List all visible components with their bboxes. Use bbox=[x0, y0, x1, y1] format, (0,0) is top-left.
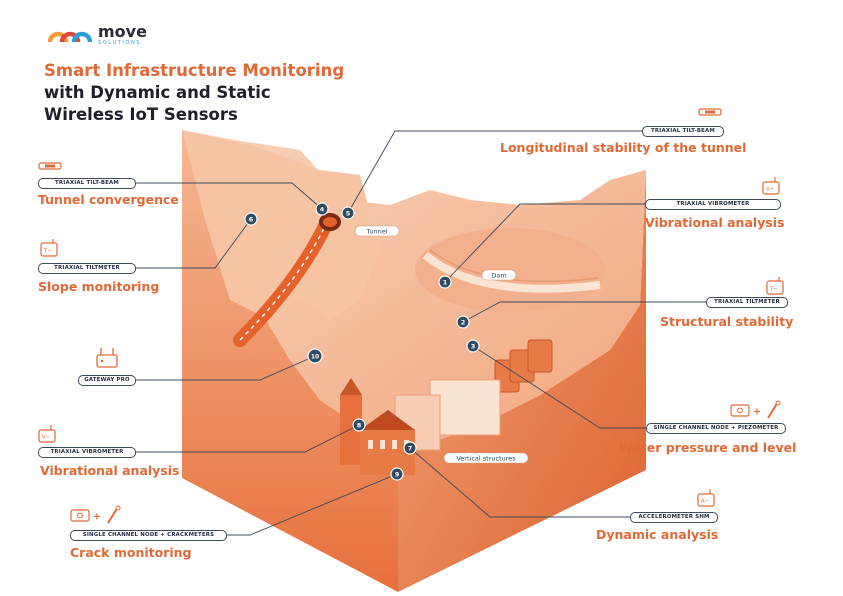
page-title: Smart Infrastructure Monitoring with Dyn… bbox=[44, 60, 344, 126]
mountain-ridge bbox=[182, 130, 380, 320]
svg-text:+: + bbox=[93, 512, 101, 523]
tiltmeter-icon: T∼ bbox=[766, 277, 784, 295]
terrain-right-face bbox=[398, 170, 646, 592]
caption-9: Crack monitoring bbox=[70, 545, 192, 560]
sensor-pill-9: SINGLE CHANNEL NODE + CRACKMETERS bbox=[70, 530, 227, 541]
svg-text:T∼: T∼ bbox=[43, 249, 52, 255]
svg-text:A∼: A∼ bbox=[701, 499, 710, 505]
caption-1: Vibrational analysis bbox=[645, 215, 785, 230]
sensor-pill-5: TRIAXIAL TILT-BEAM bbox=[642, 126, 724, 137]
sensor-pill-1: TRIAXIAL VIBROMETER bbox=[645, 199, 781, 210]
caption-2-text: Structural stability bbox=[660, 314, 794, 329]
svg-text:V∼: V∼ bbox=[766, 187, 775, 193]
sensor-pill-6: TRIAXIAL TILTMETER bbox=[38, 263, 136, 274]
marker-10: 10 bbox=[307, 348, 323, 364]
scene-labels: Tunnel Dam Vertical structures bbox=[354, 225, 529, 464]
marker-3: 3 bbox=[466, 339, 480, 353]
marker-4: 4 bbox=[315, 202, 329, 216]
svg-text:1: 1 bbox=[443, 279, 448, 287]
title-line-3: Wireless IoT Sensors bbox=[44, 105, 238, 124]
caption-4: Tunnel convergence bbox=[38, 192, 179, 207]
sensor-pill-10: GATEWAY PRO bbox=[78, 375, 136, 386]
dam-label: Dam bbox=[491, 272, 506, 280]
title-line-1: Smart Infrastructure Monitoring bbox=[44, 61, 345, 80]
marker-7: 7 bbox=[403, 441, 417, 455]
caption-3: Water pressure and level bbox=[619, 440, 797, 455]
tilt-beam-icon bbox=[38, 162, 62, 170]
svg-text:+: + bbox=[753, 407, 761, 418]
sensor-pill-7: ACCELEROMETER SHM bbox=[630, 512, 718, 523]
marker-2: 2 bbox=[456, 315, 470, 329]
terrain-left-face bbox=[182, 130, 398, 592]
svg-text:2: 2 bbox=[461, 319, 466, 327]
title-line-2: with Dynamic and Static bbox=[44, 83, 271, 102]
caption-7: Dynamic analysis bbox=[596, 527, 719, 542]
vibrometer-icon: V∼ bbox=[762, 177, 780, 195]
water-tanks bbox=[494, 339, 553, 393]
move-logo-icon bbox=[48, 31, 92, 43]
marker-6: 6 bbox=[244, 212, 258, 226]
marker-8: 8 bbox=[352, 418, 366, 432]
svg-text:7: 7 bbox=[408, 445, 413, 453]
svg-text:4: 4 bbox=[320, 206, 325, 214]
tunnel-label: Tunnel bbox=[365, 228, 387, 236]
svg-text:T∼: T∼ bbox=[769, 287, 778, 293]
svg-text:5: 5 bbox=[346, 210, 351, 218]
marker-9: 9 bbox=[390, 467, 404, 481]
vibrometer-icon: V∼ bbox=[38, 425, 56, 443]
node-crackmeter-icon: + bbox=[70, 505, 121, 524]
marker-5: 5 bbox=[341, 206, 355, 220]
caption-5: Longitudinal stability of the tunnel bbox=[500, 140, 747, 155]
sensor-pill-8: TRIAXIAL VIBROMETER bbox=[38, 447, 136, 458]
gateway-icon bbox=[96, 348, 118, 368]
brand-logo: move SOLUTIONS bbox=[48, 24, 147, 46]
bell-tower bbox=[340, 395, 362, 465]
svg-text:9: 9 bbox=[395, 471, 400, 479]
svg-text:3: 3 bbox=[471, 343, 476, 351]
sensor-pill-4: TRIAXIAL TILT-BEAM bbox=[38, 178, 136, 189]
caption-8: Vibrational analysis bbox=[40, 463, 180, 478]
brand-tagline: SOLUTIONS bbox=[98, 40, 142, 46]
svg-text:V∼: V∼ bbox=[42, 435, 51, 441]
svg-text:8: 8 bbox=[357, 422, 362, 430]
sensor-pill-2: TRIAXIAL TILTMETER bbox=[706, 297, 788, 308]
svg-text:6: 6 bbox=[249, 216, 254, 224]
tiltmeter-icon: T∼ bbox=[40, 239, 58, 257]
markers: 1 2 3 4 5 6 7 8 9 10 bbox=[244, 202, 480, 481]
accelerometer-icon: A∼ bbox=[697, 489, 715, 507]
sensor-pill-3: SINGLE CHANNEL NODE + PIEZOMETER bbox=[646, 423, 786, 434]
node-piezometer-icon: + bbox=[730, 400, 781, 419]
svg-text:10: 10 bbox=[311, 354, 319, 361]
tilt-beam-icon bbox=[698, 108, 722, 116]
vertical-structures-label: Vertical structures bbox=[456, 455, 516, 463]
brand-name: move bbox=[98, 22, 147, 41]
caption-6: Slope monitoring bbox=[38, 279, 160, 294]
dam-wall bbox=[422, 251, 601, 293]
marker-1: 1 bbox=[438, 275, 452, 289]
